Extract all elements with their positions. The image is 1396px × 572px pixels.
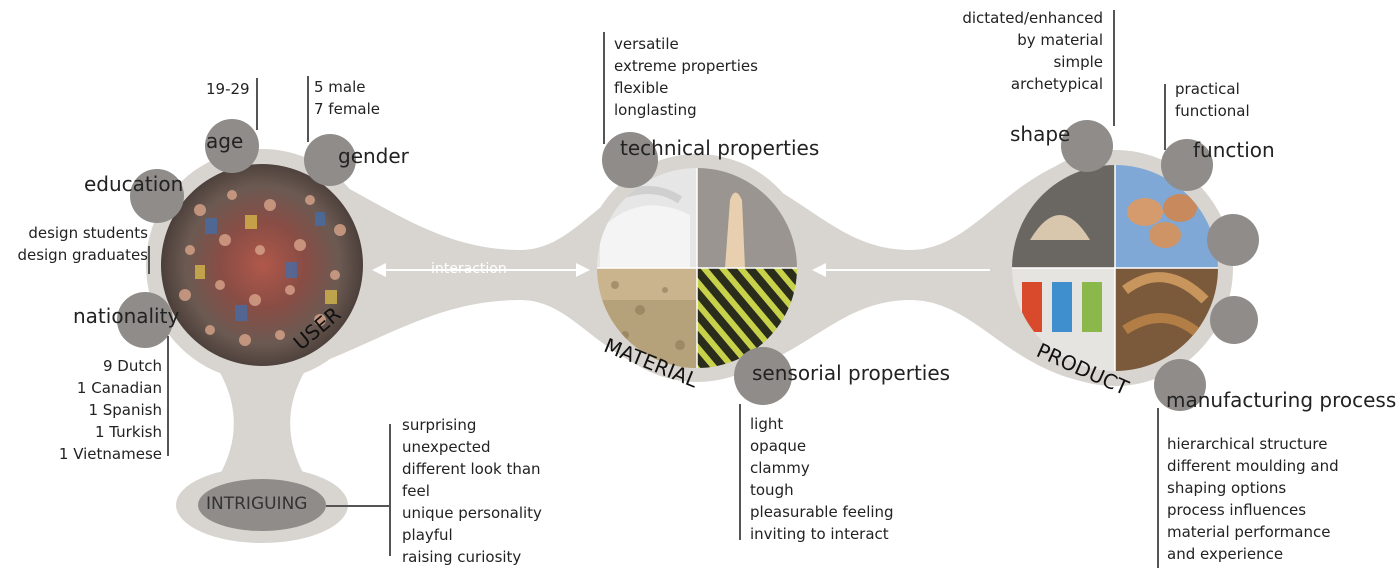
gender-values: 5 male 7 female xyxy=(314,77,380,121)
intriguing-connector-h xyxy=(326,505,390,507)
sensorial-value: pleasurable feeling xyxy=(750,502,894,524)
sensorial-connector xyxy=(739,404,741,540)
nationality-value: 1 Vietnamese xyxy=(40,444,162,466)
manufacturing-value: different moulding and xyxy=(1167,456,1339,478)
education-values: design students design graduates xyxy=(8,223,148,267)
shape-label: shape xyxy=(1010,124,1070,145)
material-photos xyxy=(597,168,797,368)
nationality-value: 1 Canadian xyxy=(40,378,162,400)
intriguing-value: playful xyxy=(402,525,542,547)
sensorial-value: inviting to interact xyxy=(750,524,894,546)
shape-value: simple xyxy=(900,52,1103,74)
education-connector xyxy=(148,246,150,274)
sensorial-value: opaque xyxy=(750,436,894,458)
technical-connector xyxy=(603,32,605,144)
manufacturing-value: process influences xyxy=(1167,500,1339,522)
function-value: practical xyxy=(1175,79,1250,101)
intriguing-value: unique personality xyxy=(402,503,542,525)
sensorial-properties-label: sensorial properties xyxy=(752,363,950,384)
age-label: age xyxy=(206,131,243,152)
education-value: design students xyxy=(8,223,148,245)
technical-value: flexible xyxy=(614,78,758,100)
intriguing-value: surprising xyxy=(402,415,542,437)
shape-connector xyxy=(1113,10,1115,126)
function-label: function xyxy=(1193,140,1275,161)
interaction-label: interaction xyxy=(431,259,507,280)
age-value: 19-29 xyxy=(206,79,250,100)
technical-value: extreme properties xyxy=(614,56,758,78)
nationality-value: 9 Dutch xyxy=(40,356,162,378)
sensorial-value: clammy xyxy=(750,458,894,480)
nationality-value: 1 Turkish xyxy=(40,422,162,444)
intriguing-value: raising curiosity xyxy=(402,547,542,569)
gender-label: gender xyxy=(338,146,409,167)
manufacturing-value: material performance xyxy=(1167,522,1339,544)
intriguing-value: different look than xyxy=(402,459,542,481)
nationality-value: 1 Spanish xyxy=(40,400,162,422)
function-values: practical functional xyxy=(1175,79,1250,123)
function-value: functional xyxy=(1175,101,1250,123)
product-node-empty-2 xyxy=(1210,296,1258,344)
nationality-label: nationality xyxy=(73,306,179,327)
shape-values: dictated/enhanced by material simple arc… xyxy=(900,8,1103,96)
manufacturing-value: shaping options xyxy=(1167,478,1339,500)
sensorial-value: tough xyxy=(750,480,894,502)
intriguing-values: surprising unexpected different look tha… xyxy=(402,415,542,569)
age-connector xyxy=(256,78,258,130)
function-connector xyxy=(1164,84,1166,150)
manufacturing-connector xyxy=(1157,408,1159,568)
manufacturing-values: hierarchical structure different mouldin… xyxy=(1167,434,1339,566)
nationality-values: 9 Dutch 1 Canadian 1 Spanish 1 Turkish 1… xyxy=(40,356,162,466)
education-value: design graduates xyxy=(8,245,148,267)
intriguing-label: INTRIGUING xyxy=(206,494,307,515)
shape-value: by material xyxy=(900,30,1103,52)
sensorial-value: light xyxy=(750,414,894,436)
nationality-connector xyxy=(167,336,169,456)
shape-value: dictated/enhanced xyxy=(900,8,1103,30)
manufacturing-value: hierarchical structure xyxy=(1167,434,1339,456)
technical-values: versatile extreme properties flexible lo… xyxy=(614,34,758,122)
gender-value: 5 male xyxy=(314,77,380,99)
sensorial-values: light opaque clammy tough pleasurable fe… xyxy=(750,414,894,546)
gender-connector xyxy=(307,76,309,142)
education-label: education xyxy=(84,174,183,195)
product-node-empty-1 xyxy=(1207,214,1259,266)
technical-value: versatile xyxy=(614,34,758,56)
shape-value: archetypical xyxy=(900,74,1103,96)
manufacturing-process-label: manufacturing process xyxy=(1166,390,1396,411)
intriguing-value: unexpected xyxy=(402,437,542,459)
technical-properties-label: technical properties xyxy=(620,138,819,159)
technical-value: longlasting xyxy=(614,100,758,122)
manufacturing-value: and experience xyxy=(1167,544,1339,566)
intriguing-value: feel xyxy=(402,481,542,503)
intriguing-connector-v xyxy=(389,424,391,556)
gender-value: 7 female xyxy=(314,99,380,121)
